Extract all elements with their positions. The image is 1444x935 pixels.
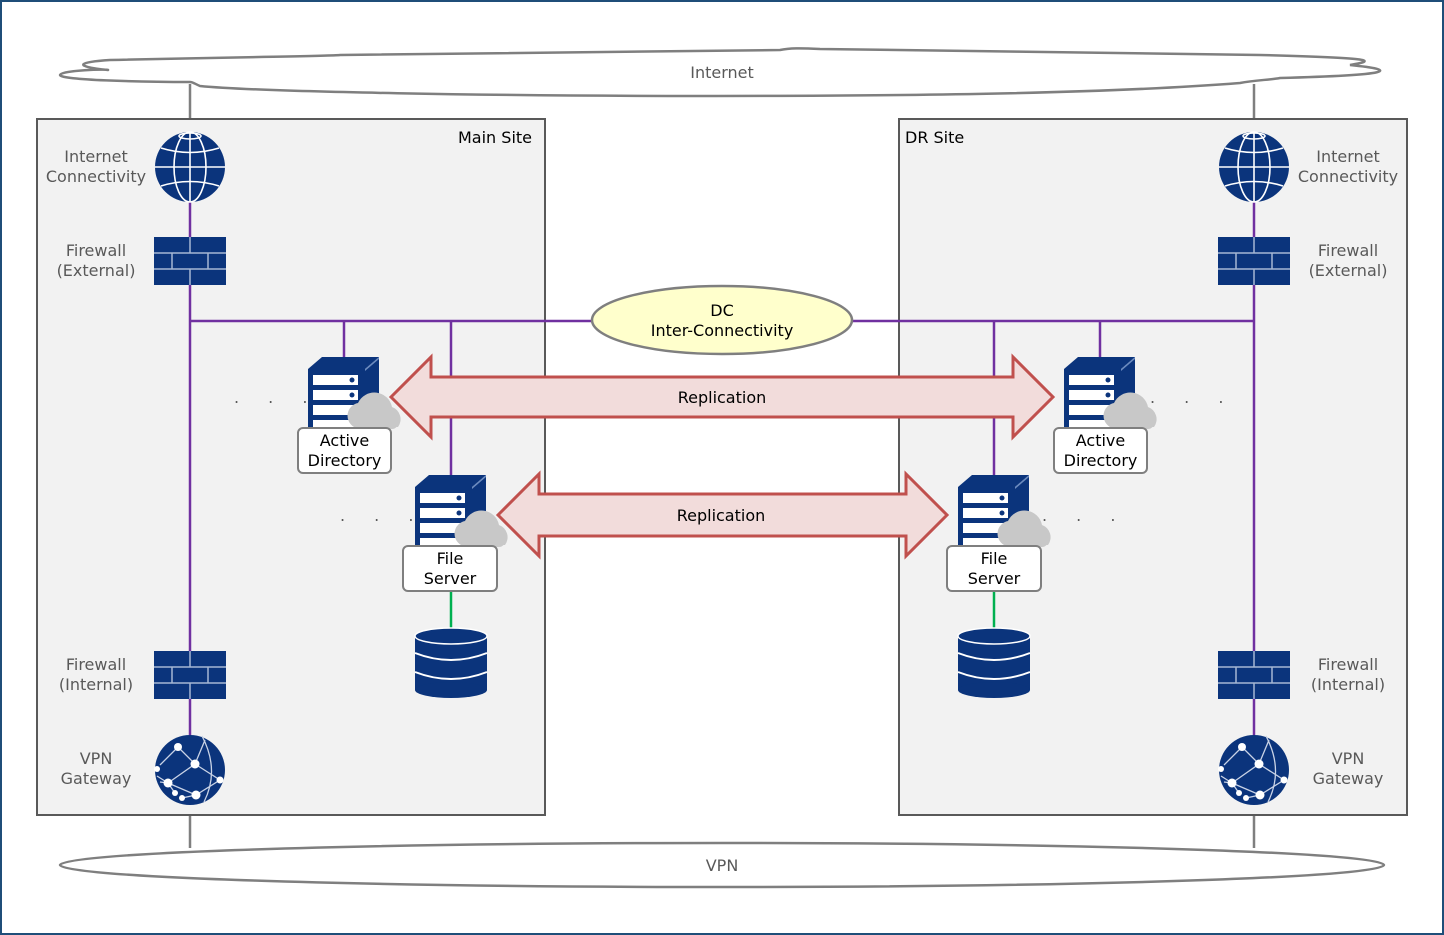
main-firewall-internal-label: Firewall (Internal) xyxy=(36,655,156,695)
label-line: Active xyxy=(319,431,370,450)
dr-active-directory-label: Active Directory xyxy=(1053,427,1148,474)
ad-replication-arrow xyxy=(388,353,1056,441)
label-line: Server xyxy=(967,569,1021,588)
main-firewall-external-icon xyxy=(153,236,227,286)
label-line: Firewall xyxy=(65,655,127,674)
label-line: Connectivity xyxy=(45,167,147,186)
label-line: Internet xyxy=(1316,147,1380,166)
label-line: File xyxy=(980,549,1008,568)
label-line: (Internal) xyxy=(58,675,134,694)
main-fs-more-ellipsis: . . . xyxy=(340,506,426,525)
label-line: Active xyxy=(1075,431,1126,450)
label-line: Firewall xyxy=(1317,241,1379,260)
main-active-directory-label: Active Directory xyxy=(297,427,392,474)
main-firewall-external-label: Firewall (External) xyxy=(36,241,156,281)
dr-firewall-internal-label: Firewall (Internal) xyxy=(1288,655,1408,695)
label-line: Connectivity xyxy=(1297,167,1399,186)
label-line: (External) xyxy=(1308,261,1388,280)
dr-fs-more-ellipsis: . . . xyxy=(1042,506,1128,525)
storage-lines xyxy=(449,590,996,630)
label-line: VPN xyxy=(1331,749,1365,768)
label-line: (External) xyxy=(56,261,136,280)
main-site-box xyxy=(36,118,546,816)
dc-interconnect-ellipse xyxy=(590,284,854,356)
main-ad-more-ellipsis: . . . xyxy=(234,388,320,407)
main-file-server-label: File Server xyxy=(402,545,498,592)
label-line: Gateway xyxy=(60,769,132,788)
dr-internet-connectivity-label: Internet Connectivity xyxy=(1288,147,1408,187)
main-database-icon xyxy=(414,627,488,699)
dr-file-server-label: File Server xyxy=(946,545,1042,592)
label-line: Server xyxy=(423,569,477,588)
dr-site-title: DR Site xyxy=(905,128,965,147)
dr-firewall-internal-icon xyxy=(1217,650,1291,700)
label-line: Directory xyxy=(307,451,382,470)
fs-replication-label: Replication xyxy=(676,506,766,525)
label-line: Inter-Connectivity xyxy=(650,321,794,340)
main-internet-connectivity-label: Internet Connectivity xyxy=(36,147,156,187)
main-internet-globe-icon xyxy=(154,131,226,203)
dr-database-icon xyxy=(957,627,1031,699)
main-vpn-gateway-label: VPN Gateway xyxy=(36,749,156,789)
label-line: (Internal) xyxy=(1310,675,1386,694)
label-line: Internet xyxy=(64,147,128,166)
main-site-title: Main Site xyxy=(458,128,532,147)
label-line: Directory xyxy=(1063,451,1138,470)
fs-replication-arrow xyxy=(495,470,950,560)
internet-cloud-label: Internet xyxy=(690,63,754,82)
dr-internet-globe-icon xyxy=(1218,131,1290,203)
label-line: Gateway xyxy=(1312,769,1384,788)
dr-ad-more-ellipsis: . . . xyxy=(1150,388,1236,407)
label-line: File xyxy=(436,549,464,568)
dc-interconnect-label: DC Inter-Connectivity xyxy=(622,301,822,341)
dr-firewall-external-icon xyxy=(1217,236,1291,286)
ad-replication-label: Replication xyxy=(677,388,767,407)
vpn-cloud xyxy=(58,841,1386,889)
label-line: VPN xyxy=(79,749,113,768)
main-firewall-internal-icon xyxy=(153,650,227,700)
label-line: Firewall xyxy=(1317,655,1379,674)
vpn-cloud-label: VPN xyxy=(705,856,739,875)
internet-cloud xyxy=(58,47,1382,98)
label-line: Firewall xyxy=(65,241,127,260)
dr-firewall-external-label: Firewall (External) xyxy=(1288,241,1408,281)
dr-vpn-gateway-label: VPN Gateway xyxy=(1288,749,1408,789)
dr-site-box xyxy=(898,118,1408,816)
label-line: DC xyxy=(710,301,734,320)
